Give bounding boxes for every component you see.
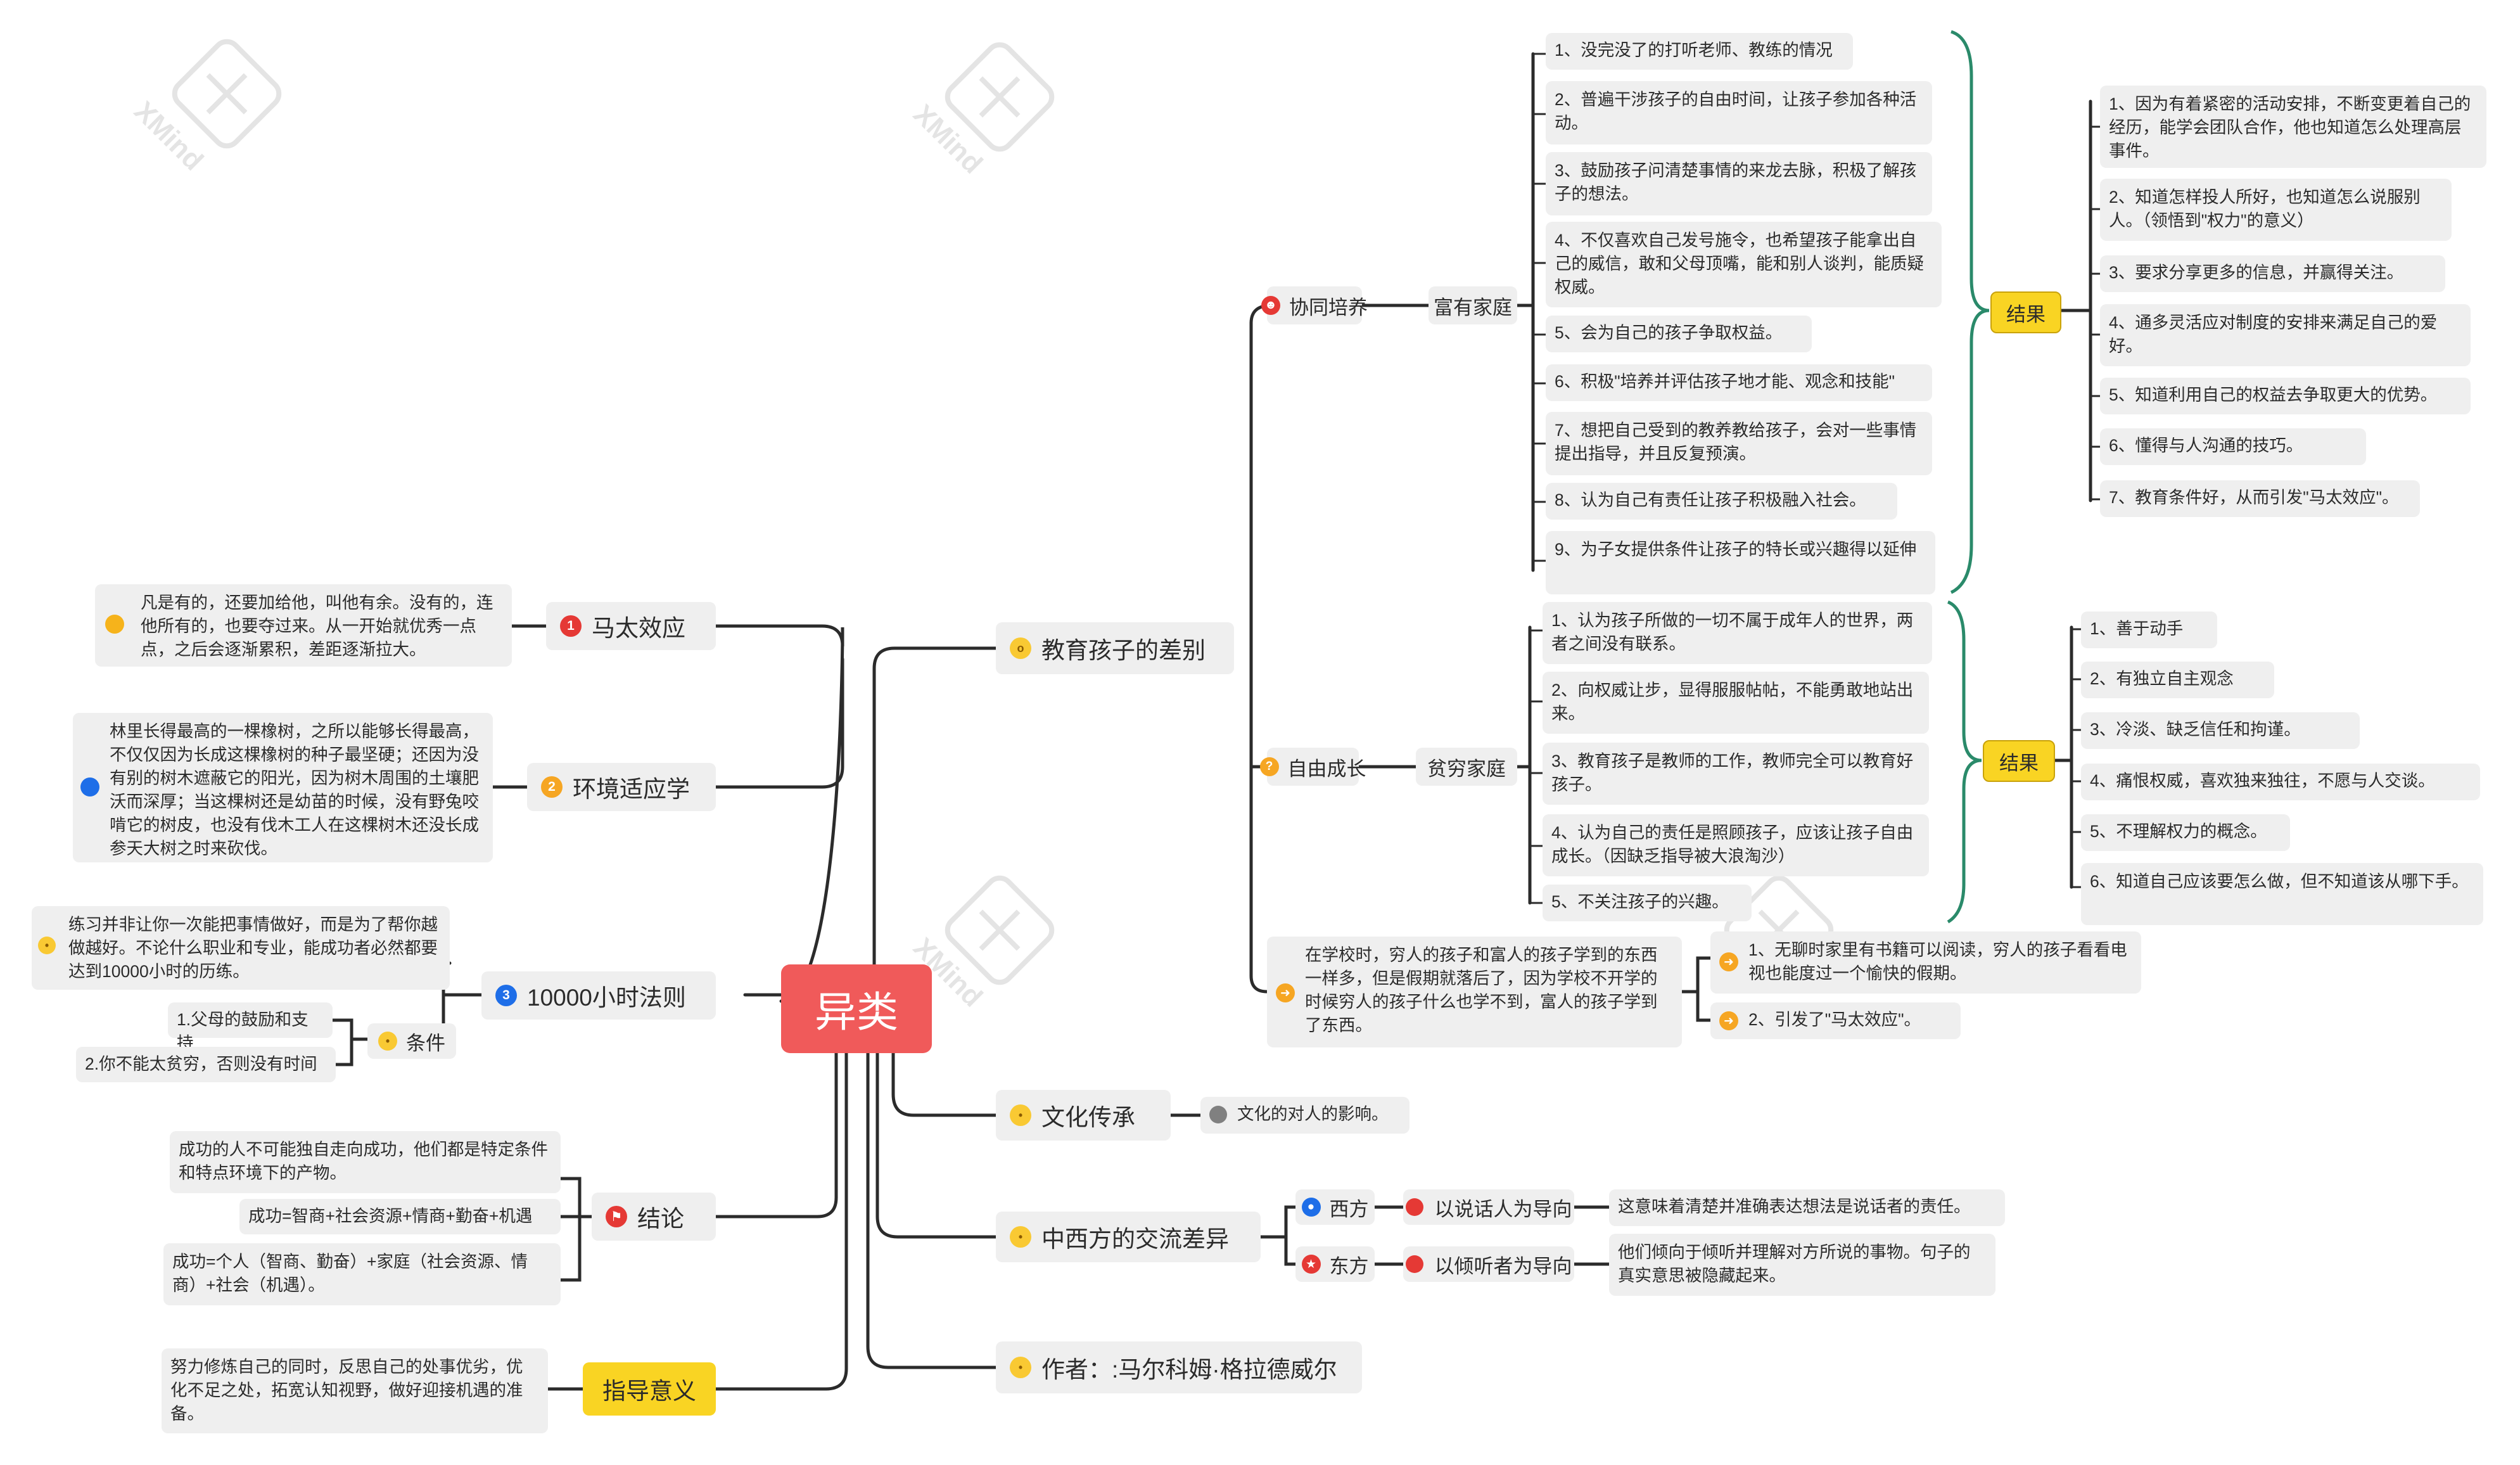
topic-10000-rule[interactable]: 3 10000小时法则 [481,971,716,1020]
gray-dot-icon [1209,1106,1227,1123]
topic-label: 结论 [637,1206,684,1232]
root-topic[interactable]: 异类 [781,964,932,1053]
topic-label: 环境适应学 [573,776,690,802]
topic-label: 教育孩子的差别 [1041,637,1206,663]
rich-result[interactable]: 7、教育条件好，从而引发"马太效应"。 [2100,480,2420,517]
condition-label: 条件 [406,1032,445,1054]
emoji-icon: • [378,1032,397,1051]
school-item[interactable]: ➜ 2、引发了"马太效应"。 [1710,1002,1961,1039]
poor-result[interactable]: 5、不理解权力的概念。 [2081,814,2290,851]
topic-label: 10000小时法则 [527,985,686,1011]
note-guide[interactable]: 努力修炼自己的同时，反思自己的处事优劣，优化不足之处，拓宽认知视野，做好迎接机遇… [162,1348,548,1433]
topic-guide[interactable]: 指导意义 [583,1362,716,1416]
conclusion-item[interactable]: 成功=智商+社会资源+情商+勤奋+机遇 [239,1199,561,1234]
rich-item[interactable]: 6、积极"培养并评估孩子地才能、观念和技能" [1546,364,1932,401]
star-icon: ★ [1301,1255,1321,1274]
person-icon: ● [1301,1198,1321,1217]
flag-icon: ⚑ [606,1206,627,1227]
branch-poor[interactable]: ? 自由成长 [1259,748,1366,786]
west-mode[interactable]: 以说话人为导向 [1403,1189,1574,1225]
conclusion-item[interactable]: 成功的人不可能独自走向成功，他们都是特定条件和特点环境下的产物。 [170,1131,561,1193]
topic-label: 马太效应 [592,615,685,641]
family-poor[interactable]: 贫穷家庭 [1416,748,1517,786]
poor-item[interactable]: 1、认为孩子所做的一切不属于成年人的世界，两者之间没有联系。 [1543,602,1932,664]
rich-item[interactable]: 8、认为自己有责任让孩子积极融入社会。 [1546,483,1897,520]
topic-conclusion[interactable]: ⚑ 结论 [592,1193,716,1241]
arrow-right-icon: ➜ [1719,952,1738,971]
rich-item[interactable]: 3、鼓励孩子问清楚事情的来龙去脉，积极了解孩子的想法。 [1546,152,1932,215]
note-text: 凡是有的，还要加给他，叫他有余。没有的，连他所有的，也要夺过来。从一开始就优秀一… [141,593,493,659]
rich-result[interactable]: 6、懂得与人沟通的技巧。 [2100,428,2366,465]
poor-item[interactable]: 4、认为自己的责任是照顾孩子，应该让孩子自由成长。（因缺乏指导被大浪淘沙） [1543,814,1929,876]
topic-author[interactable]: • 作者：:马尔科姆·格拉德威尔 [996,1341,1362,1393]
poor-result[interactable]: 6、知道自己应该要怎么做，但不知道该从哪下手。 [2081,863,2483,925]
blue-dot-icon [80,777,99,796]
topic-matai[interactable]: 1 马太效应 [546,602,716,650]
poor-result[interactable]: 1、善于动手 [2081,611,2217,648]
rich-item[interactable]: 1、没完没了的打听老师、教练的情况 [1546,33,1853,70]
poor-result[interactable]: 2、有独立自主观念 [2081,662,2274,698]
topic-communication[interactable]: • 中西方的交流差异 [996,1212,1261,1262]
poor-result[interactable]: 3、冷淡、缺乏信任和拘谨。 [2081,712,2360,749]
topic-culture[interactable]: • 文化传承 [996,1090,1171,1141]
emoji-icon: • [38,937,56,954]
school-item[interactable]: ➜ 1、无聊时家里有书籍可以阅读，穷人的孩子看看电视也能度过一个愉快的假期。 [1710,931,2141,994]
note-10000-rule[interactable]: • 练习并非让你一次能把事情做好，而是为了帮你越做越好。不论什么职业和专业，能成… [32,906,450,990]
east-note[interactable]: 他们倾向于倾听并理解对方所说的事物。句子的真实意思被隐藏起来。 [1609,1234,1995,1296]
condition-node[interactable]: • 条件 [367,1023,456,1059]
surprised-emoji-icon: o [1010,637,1031,659]
topic-env[interactable]: 2 环境适应学 [527,763,716,811]
conclusion-item[interactable]: 成功=个人（智商、勤奋）+家庭（社会资源、情商）+社会（机遇）。 [163,1243,561,1305]
note-text: 林里长得最高的一棵橡树，之所以能够长得最高，不仅仅因为长成这棵橡树的种子最坚硬；… [110,722,479,858]
red-dot-icon [1405,1255,1423,1273]
branch-west[interactable]: ● 西方 [1295,1189,1375,1225]
condition-item[interactable]: 2.你不能太贫穷，否则没有时间 [76,1047,336,1082]
note-school[interactable]: ➜ 在学校时，穷人的孩子和富人的孩子学到的东西一样多，但是假期就落后了，因为学校… [1267,937,1682,1047]
rich-result[interactable]: 4、通多灵活应对制度的安排来满足自己的爱好。 [2100,304,2471,366]
rich-item[interactable]: 7、想把自己受到的教养教给孩子，会对一些事情提出指导，并且反复预演。 [1546,412,1932,475]
rich-item[interactable]: 5、会为自己的孩子争取权益。 [1546,316,1812,352]
note-text: 练习并非让你一次能把事情做好，而是为了帮你越做越好。不论什么职业和专业，能成功者… [68,915,438,981]
yellow-dot-icon [105,615,124,634]
poor-item[interactable]: 5、不关注孩子的兴趣。 [1543,885,1752,921]
condition-item[interactable]: 1.父母的鼓励和支持 [168,1002,333,1052]
number-3-icon: 3 [495,985,517,1006]
note-env[interactable]: 林里长得最高的一棵橡树，之所以能够长得最高，不仅仅因为长成这棵橡树的种子最坚硬；… [73,713,493,862]
branch-east[interactable]: ★ 东方 [1295,1246,1375,1282]
note-matai[interactable]: 凡是有的，还要加给他，叫他有余。没有的，连他所有的，也要夺过来。从一开始就优秀一… [95,584,512,667]
arrow-right-icon: ➜ [1719,1011,1738,1030]
red-emoji-icon: ☻ [1261,296,1280,315]
emoji-icon: • [1010,1104,1031,1126]
question-icon: ? [1259,757,1279,776]
rich-item[interactable]: 9、为子女提供条件让孩子的特长或兴趣得以延伸 [1546,531,1935,594]
rich-result[interactable]: 5、知道利用自己的权益去争取更大的优势。 [2100,378,2471,414]
rich-item[interactable]: 2、普遍干涉孩子的自由时间，让孩子参加各种活动。 [1546,81,1932,144]
emoji-icon: • [1010,1226,1031,1248]
result-rich[interactable]: 结果 [1990,291,2061,333]
branch-rich[interactable]: ☻ 协同培养 [1261,286,1368,324]
east-mode[interactable]: 以倾听者为导向 [1403,1246,1574,1282]
rich-result[interactable]: 2、知道怎样投人所好，也知道怎么说服别人。（领悟到"权力"的意义） [2100,179,2452,241]
emoji-icon: • [1010,1357,1031,1378]
number-1-icon: 1 [560,615,582,637]
family-rich[interactable]: 富有家庭 [1429,286,1517,324]
result-poor[interactable]: 结果 [1983,740,2055,782]
note-culture[interactable]: 文化的对人的影响。 [1200,1097,1410,1134]
red-dot-icon [1405,1198,1423,1216]
number-2-icon: 2 [541,776,563,798]
poor-result[interactable]: 4、痛恨权威，喜欢独来独往，不愿与人交谈。 [2081,764,2480,800]
rich-result[interactable]: 1、因为有着紧密的活动安排，不断变更着自己的经历，能学会团队合作，他也知道怎么处… [2100,86,2486,168]
poor-item[interactable]: 3、教育孩子是教师的工作，教师完全可以教育好孩子。 [1543,743,1929,805]
rich-item[interactable]: 4、不仅喜欢自己发号施令，也希望孩子能拿出自己的威信，敢和父母顶嘴，能和别人谈判… [1546,222,1942,307]
poor-item[interactable]: 2、向权威让步，显得服服帖帖，不能勇敢地站出来。 [1543,672,1929,734]
arrow-right-icon: ➜ [1276,983,1295,1002]
rich-result[interactable]: 3、要求分享更多的信息，并赢得关注。 [2100,255,2445,292]
topic-education[interactable]: o 教育孩子的差别 [996,622,1234,674]
topic-label: 指导意义 [602,1378,696,1404]
west-note[interactable]: 这意味着清楚并准确表达想法是说话者的责任。 [1609,1189,2005,1226]
